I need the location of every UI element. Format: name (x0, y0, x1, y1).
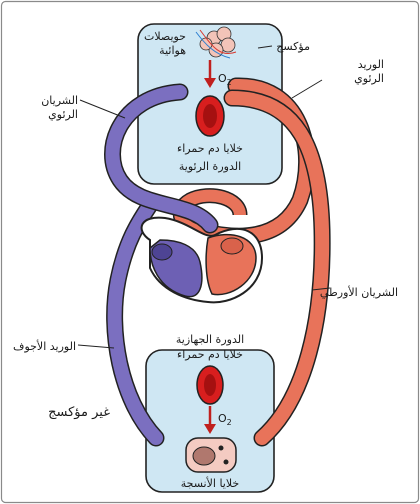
label-pulmonary-circulation: الدورة الرئوية (179, 160, 241, 173)
label-deoxygenated: غير مؤكسج (48, 405, 110, 420)
right-atrium (152, 244, 172, 260)
label-rbc-bottom: خلايا دم حمراء (177, 348, 243, 361)
label-rbc-top: خلايا دم حمراء (177, 142, 243, 155)
label-vena-cava: الوريد الأجوف (13, 339, 76, 353)
label-pulmonary-vein-1: الوريد (358, 58, 384, 71)
label-pulmonary-vein-2: الرئوي (354, 72, 384, 85)
label-pulmonary-artery-2: الرئوي (48, 108, 78, 121)
label-oxygenated: مؤكسج (276, 40, 310, 53)
label-pulmonary-artery-1: الشريان (41, 94, 78, 107)
label-systemic-circulation: الدورة الجهازية (176, 333, 244, 346)
label-alveoli-2: هوائية (159, 44, 186, 57)
label-alveoli-1: حويصلات (144, 30, 186, 43)
left-atrium (221, 238, 243, 254)
tissue-cell-icon (186, 438, 236, 472)
label-aorta: الشريان الأورطي (320, 285, 398, 299)
label-tissue-cells: خلايا الأنسجة (181, 476, 239, 490)
